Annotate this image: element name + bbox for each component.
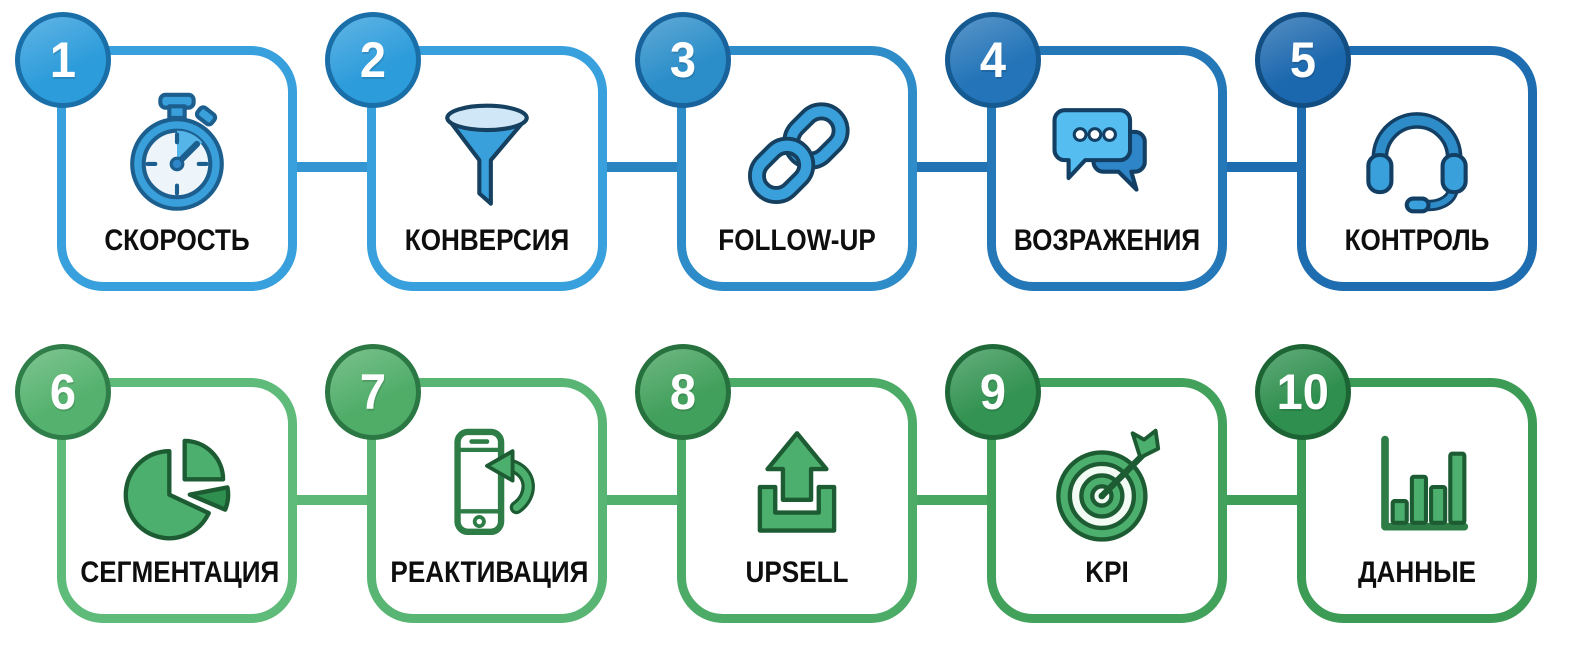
step-number-badge: 4 (945, 12, 1041, 108)
step-card-3: 3 FOLLOW-UP (635, 12, 917, 291)
connector-6-7 (293, 495, 371, 505)
step-label: КОНВЕРСИЯ (404, 224, 570, 257)
step-number-badge: 8 (635, 344, 731, 440)
step-number-badge: 5 (1255, 12, 1351, 108)
step-label: РЕАКТИВАЦИЯ (390, 556, 589, 589)
connector-8-9 (913, 495, 991, 505)
step-card-1: 1 СКОРОСТЬ (15, 12, 297, 291)
step-card-5: 5 КОНТРОЛЬ (1255, 12, 1537, 291)
chat-bubbles-icon (996, 89, 1218, 221)
step-label: КОНТРОЛЬ (1344, 224, 1490, 257)
step-label: FOLLOW-UP (718, 224, 876, 257)
step-number: 3 (669, 32, 697, 88)
connector-7-8 (603, 495, 681, 505)
step-number-badge: 1 (15, 12, 111, 108)
step-card-4: 4 ВОЗРАЖЕНИЯ (945, 12, 1227, 291)
step-card-7: 7 РЕАКТИВАЦИЯ (325, 344, 607, 623)
step-number: 6 (49, 364, 77, 420)
connector-4-5 (1223, 162, 1301, 172)
step-number-badge: 3 (635, 12, 731, 108)
step-label: СЕГМЕНТАЦИЯ (80, 556, 280, 589)
connector-9-10 (1223, 495, 1301, 505)
connector-1-2 (293, 162, 371, 172)
step-label: UPSELL (745, 556, 849, 589)
step-number-badge: 9 (945, 344, 1041, 440)
target-icon (996, 421, 1218, 553)
step-number-badge: 2 (325, 12, 421, 108)
step-card-9: 9 KPI (945, 344, 1227, 623)
bar-chart-icon (1306, 421, 1528, 553)
step-number: 4 (979, 32, 1007, 88)
step-number: 10 (1276, 364, 1330, 420)
step-number-badge: 6 (15, 344, 111, 440)
step-number: 9 (979, 364, 1007, 420)
step-number: 8 (669, 364, 697, 420)
step-number: 1 (49, 32, 77, 88)
step-number-badge: 10 (1255, 344, 1351, 440)
headset-icon (1306, 89, 1528, 221)
step-number-badge: 7 (325, 344, 421, 440)
step-number: 2 (359, 32, 387, 88)
step-label: ВОЗРАЖЕНИЯ (1013, 224, 1201, 257)
step-card-8: 8 UPSELL (635, 344, 917, 623)
step-label: ДАННЫЕ (1357, 556, 1477, 589)
connector-3-4 (913, 162, 991, 172)
pie-chart-icon (66, 421, 288, 553)
step-card-2: 2 КОНВЕРСИЯ (325, 12, 607, 291)
step-label: СКОРОСТЬ (104, 224, 250, 257)
funnel-icon (376, 89, 598, 221)
connector-2-3 (603, 162, 681, 172)
step-number: 7 (359, 364, 387, 420)
phone-reactivation-icon (376, 421, 598, 553)
step-card-6: 6 СЕГМЕНТАЦИЯ (15, 344, 297, 623)
step-label: KPI (1085, 556, 1129, 589)
step-card-10: 10 ДАННЫЕ (1255, 344, 1537, 623)
upload-icon (686, 421, 908, 553)
chain-link-icon (686, 89, 908, 221)
step-number: 5 (1289, 32, 1317, 88)
stopwatch-icon (66, 89, 288, 221)
